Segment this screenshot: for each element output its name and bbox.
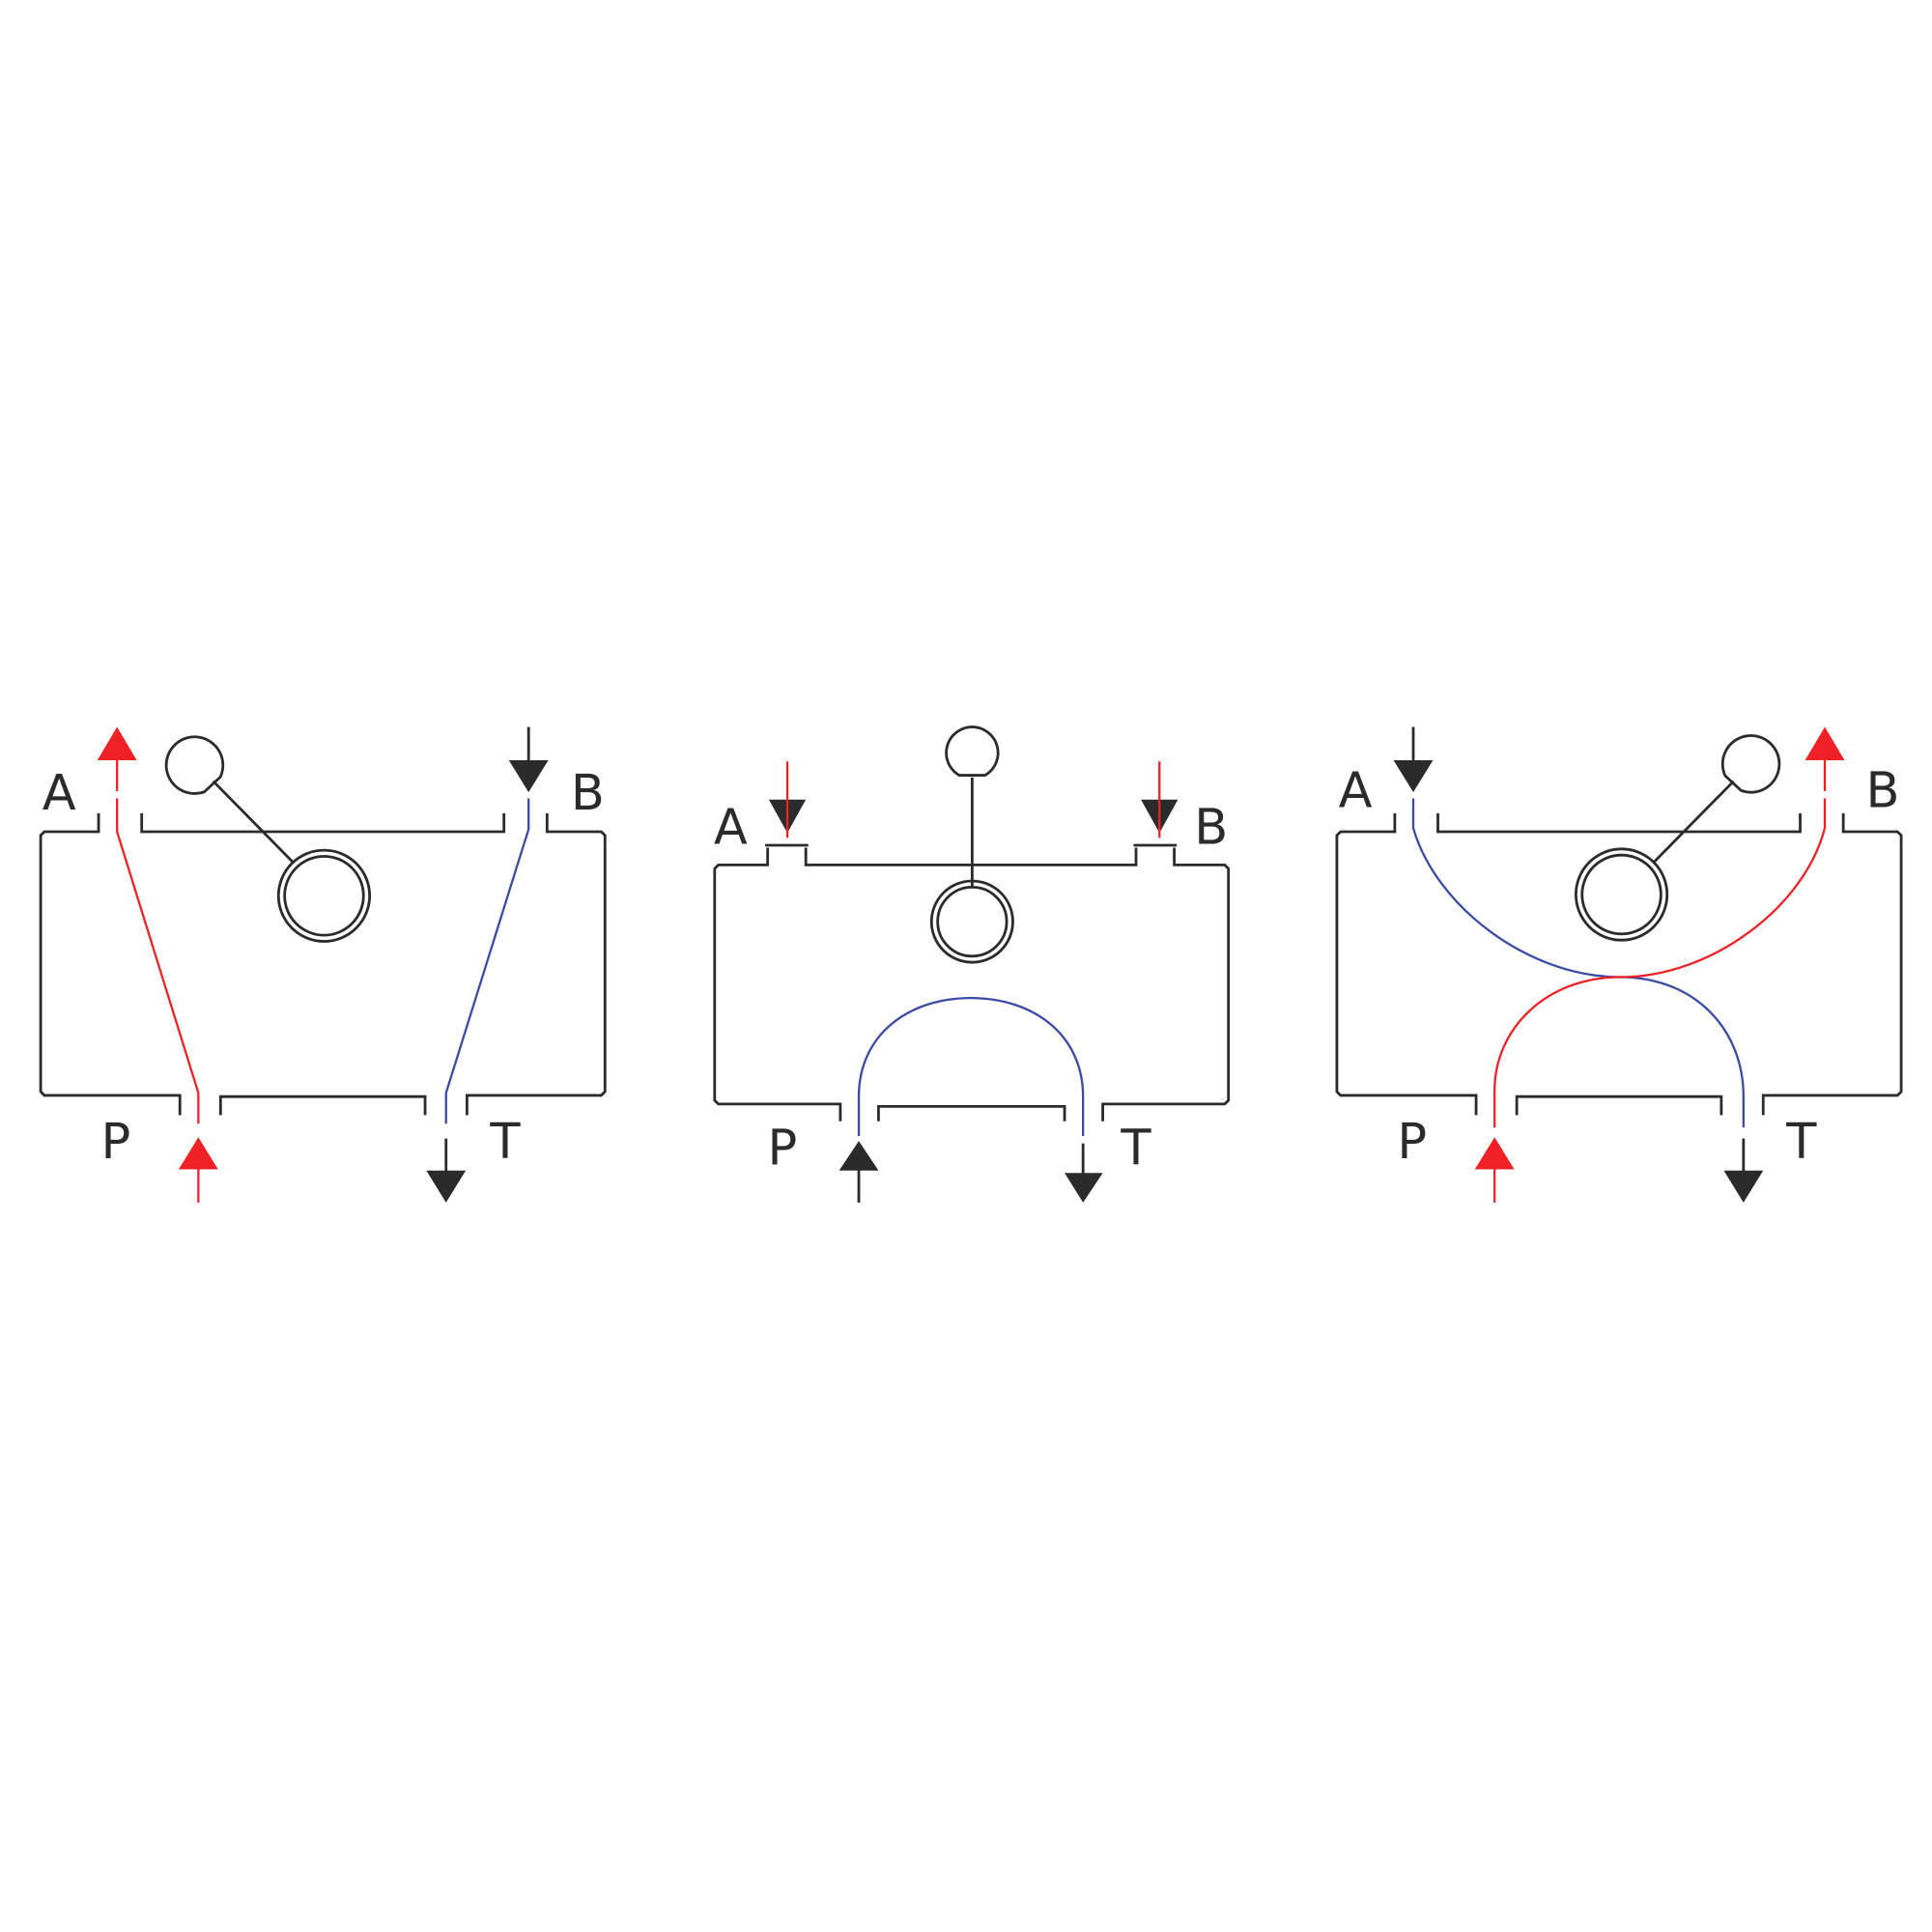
port-label-b: B — [571, 765, 605, 822]
arrow-down-icon — [1141, 761, 1179, 838]
valve-body-outline — [1335, 812, 1903, 1116]
port-label-t: T — [489, 1114, 521, 1171]
port-label-b: B — [1865, 762, 1899, 819]
arrow-up-icon — [1804, 726, 1845, 791]
arrow-down-icon — [426, 1138, 467, 1203]
flow-line-p-to-b — [1493, 798, 1827, 1128]
flow-line-p-to-t — [857, 997, 1085, 1137]
port-label-a: A — [714, 800, 748, 857]
arrow-down-icon — [1393, 726, 1434, 793]
arrow-down-icon — [1723, 1138, 1764, 1203]
lever-knob-icon — [945, 725, 1000, 777]
port-label-a: A — [43, 765, 76, 822]
valve-body-outline — [39, 812, 607, 1116]
lever-pivot-icon — [1574, 847, 1669, 942]
port-label-p: P — [1397, 1114, 1427, 1171]
port-label-t: T — [1785, 1114, 1817, 1171]
port-label-t: T — [1120, 1120, 1151, 1177]
arrow-up-icon — [97, 726, 137, 791]
lever-knob-icon — [164, 735, 225, 795]
lever-arm — [212, 780, 295, 864]
arrow-down-icon — [508, 726, 549, 793]
port-label-p: P — [101, 1114, 131, 1171]
arrow-up-icon — [838, 1141, 879, 1203]
lever-knob-icon — [1720, 734, 1781, 794]
port-label-p: P — [768, 1120, 798, 1177]
arrow-up-icon — [1474, 1137, 1515, 1203]
arrow-down-icon — [768, 761, 807, 838]
valve-diagram-right: A B P T — [1335, 726, 1903, 1203]
arrow-up-icon — [178, 1137, 218, 1203]
valve-diagram-center: A B P T — [713, 725, 1231, 1203]
lever-pivot-icon — [276, 848, 372, 943]
lever-pivot-icon — [929, 879, 1014, 964]
flow-line-b-to-t — [444, 798, 530, 1124]
flow-line-p-to-a — [116, 798, 200, 1124]
port-label-a: A — [1339, 762, 1373, 819]
arrow-down-icon — [1065, 1143, 1103, 1203]
lever-arm — [1652, 780, 1735, 864]
port-label-b: B — [1194, 800, 1228, 857]
valve-diagram-left: A B P T — [39, 726, 607, 1203]
